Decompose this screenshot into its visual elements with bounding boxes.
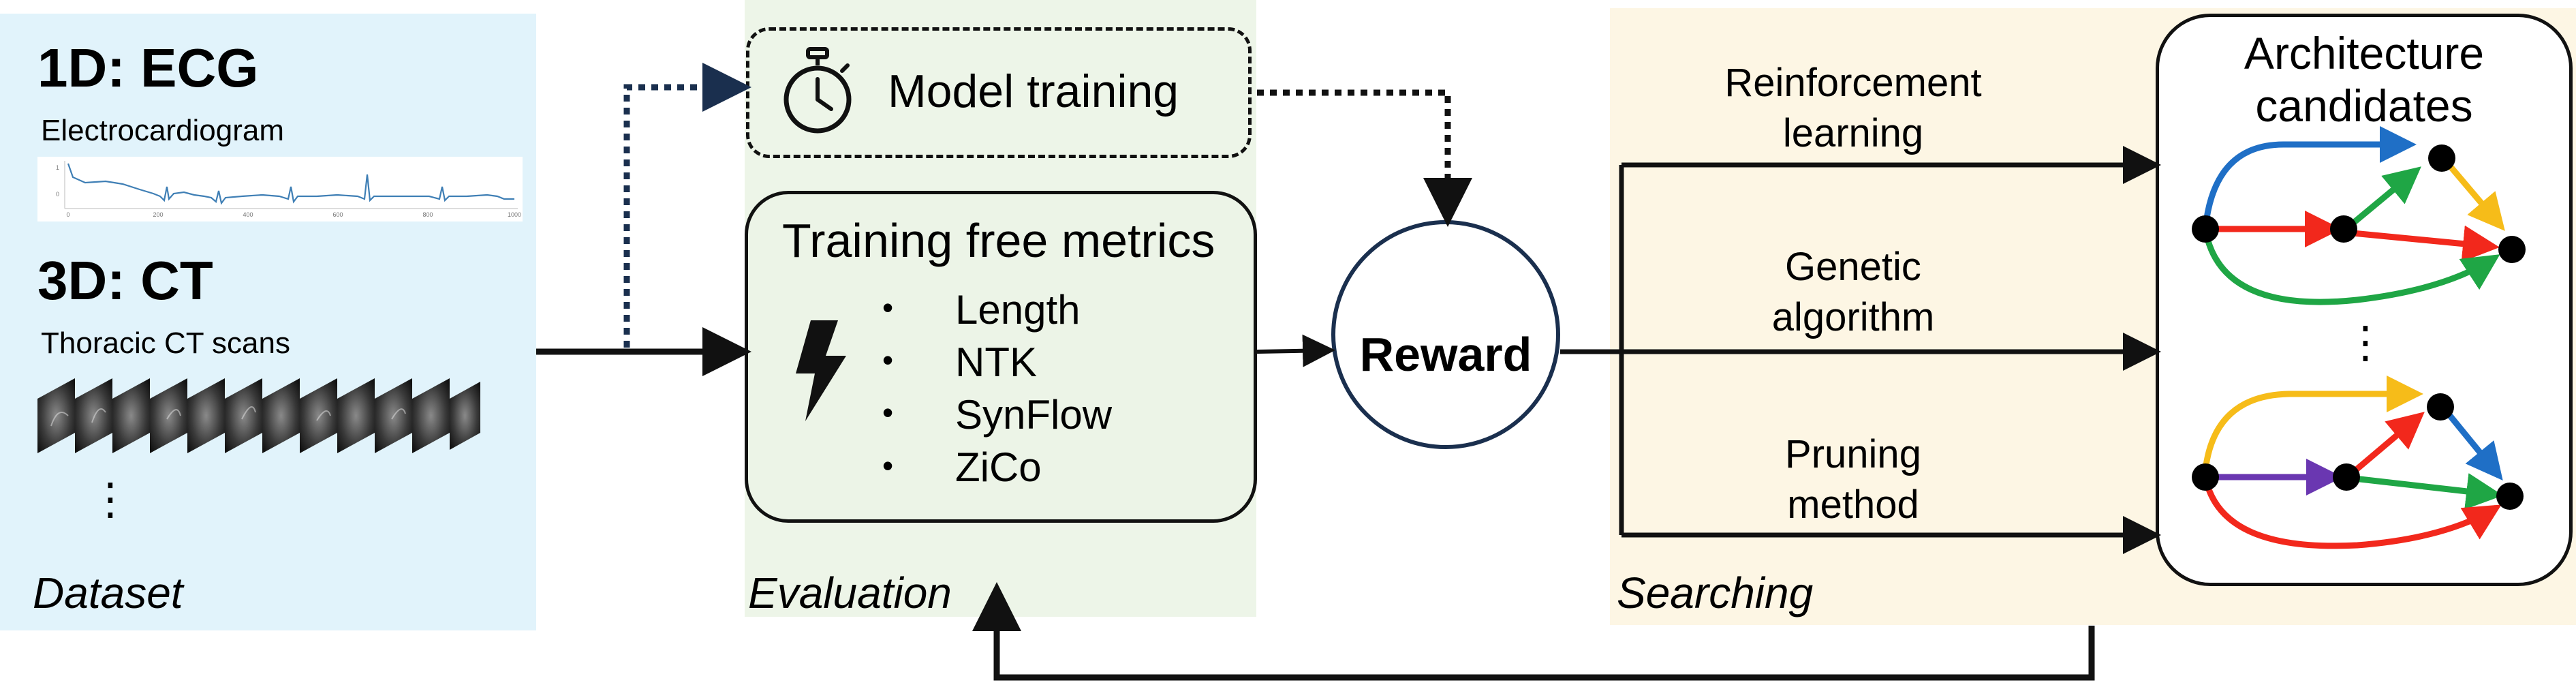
ct-slices-image (37, 378, 487, 453)
metric-bullet: • (882, 342, 894, 378)
method-label-line: Pruning (1785, 432, 1921, 476)
dataset-ellipsis: ⋮ (89, 474, 132, 523)
graph-edge (2445, 410, 2503, 480)
ecg-title: 1D: ECG (37, 37, 259, 98)
training-to-reward-dotted-arrow (1257, 89, 1472, 227)
ct-slice (75, 378, 112, 453)
ecg-xtick-label: 800 (422, 211, 433, 218)
metric-item: NTK (955, 339, 1037, 385)
candidate-graph (2192, 376, 2524, 549)
graph-edge (2202, 126, 2417, 229)
ecg-ytick-label: 1 (56, 164, 59, 171)
graph-edge (2204, 484, 2502, 549)
method-label: Reinforcement learning (1676, 58, 2030, 159)
metrics-to-reward-arrow (1256, 334, 1335, 367)
ct-title: 3D: CT (37, 250, 213, 311)
ecg-xtick-label: 400 (243, 211, 253, 218)
feedback-loop-arrow (972, 582, 2095, 681)
method-label-line: algorithm (1771, 295, 1935, 340)
graph-edge (2445, 162, 2505, 231)
graph-node (2498, 236, 2526, 263)
ct-slice (112, 378, 150, 453)
ct-slice (337, 378, 375, 453)
candidates-ellipsis: ⋮ (2344, 318, 2387, 367)
ecg-waveform (67, 163, 514, 205)
ecg-xtick-label: 600 (332, 211, 343, 218)
metric-item: SynFlow (955, 392, 1113, 438)
metrics-title: Training free metrics (782, 214, 1215, 267)
graph-node (2192, 463, 2219, 491)
graph-edge (2204, 237, 2500, 305)
ecg-ytick-label: 0 (56, 191, 59, 198)
lightning-icon (792, 320, 849, 421)
ct-slice (187, 378, 225, 453)
ct-slice (300, 378, 337, 453)
ecg-xtick-label: 0 (66, 211, 69, 218)
ecg-xtick-label: 1000 (508, 211, 521, 218)
method-label-line: Genetic (1785, 245, 1921, 289)
ecg-xtick-label: 200 (153, 211, 163, 218)
metric-bullet: • (882, 290, 894, 325)
candidates-title-line: candidates (2255, 80, 2473, 132)
candidates-title: Architecture candidates (2156, 27, 2573, 132)
searching-label: Searching (1617, 568, 1814, 617)
graph-node (2192, 215, 2219, 243)
method-label: Pruning method (1676, 429, 2030, 530)
reward-node (1331, 220, 1560, 449)
candidate-graph (2192, 126, 2526, 305)
ecg-subtitle: Electrocardiogram (41, 114, 285, 147)
graph-edge (2353, 473, 2503, 510)
method-label: Genetic algorithm (1676, 242, 2030, 343)
stopwatch-icon (777, 46, 858, 135)
dataset-panel (0, 14, 536, 630)
graph-node (2496, 483, 2524, 510)
dataset-to-training-dotted-arrow (623, 63, 751, 348)
ct-slice (450, 382, 480, 450)
reward-label: Reward (1359, 328, 1532, 381)
metric-bullet: • (882, 395, 894, 430)
graph-node (2428, 144, 2455, 172)
metric-bullet: • (882, 448, 894, 483)
dataset-label: Dataset (33, 568, 183, 617)
graph-edge (2350, 166, 2421, 226)
metric-item: Length (955, 287, 1081, 333)
evaluation-label: Evaluation (748, 568, 952, 617)
method-label-line: learning (1782, 111, 1924, 156)
reward-to-search-branches (1560, 165, 1624, 535)
graph-edge (2352, 412, 2425, 474)
graph-node (2333, 463, 2360, 491)
metric-item: ZiCo (955, 444, 1042, 490)
ct-slice (412, 378, 450, 453)
ecg-plot-image: 1 0 0 200 400 600 800 1000 (37, 157, 523, 222)
method-label-line: method (1787, 483, 1919, 528)
ct-slice (262, 378, 300, 453)
candidates-title-line: Architecture (2244, 28, 2485, 78)
graph-edge (2202, 376, 2423, 471)
ct-subtitle: Thoracic CT scans (41, 326, 290, 360)
model-training-label: Model training (888, 65, 1179, 117)
graph-node (2427, 393, 2454, 421)
graph-node (2330, 215, 2357, 243)
method-label-line: Reinforcement (1724, 61, 1982, 105)
graph-edge (2352, 225, 2500, 262)
